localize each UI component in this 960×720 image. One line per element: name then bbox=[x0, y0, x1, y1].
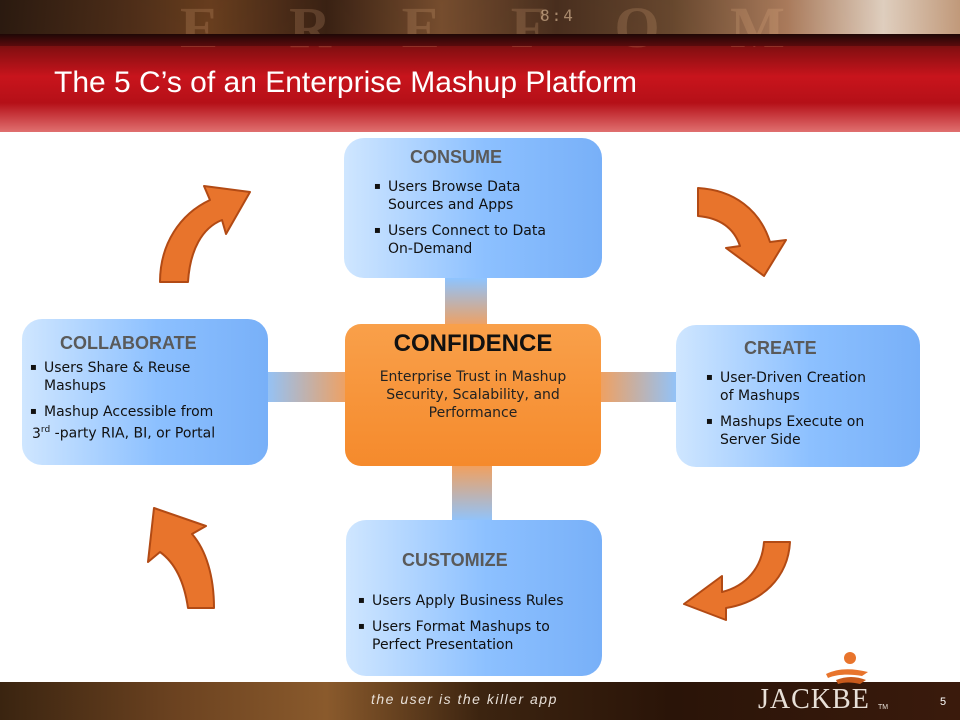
jackbe-logo-icon bbox=[826, 652, 868, 684]
bullet-text: Users Connect to Data bbox=[388, 223, 546, 239]
confidence-text: Performance bbox=[428, 405, 518, 421]
bullet-text: -party RIA, BI, or Portal bbox=[50, 425, 216, 442]
bullet-icon: ▪ bbox=[374, 181, 381, 192]
header-photo-strip: E R E F O M 8:4 bbox=[0, 0, 960, 60]
bullet-text: Users Browse Data bbox=[388, 179, 521, 195]
connector-right bbox=[600, 372, 680, 402]
confidence-text: Security, Scalability, and bbox=[386, 387, 560, 403]
list-item: ▪ User-Driven Creation of Mashups bbox=[706, 369, 906, 405]
bullet-text: Mashups Execute on bbox=[720, 414, 865, 430]
bullet-text: Mashup Accessible from bbox=[44, 404, 214, 420]
bullet-text: Server Side bbox=[720, 432, 801, 448]
customize-bullet-list: ▪ Users Apply Business Rules ▪ Users Forma… bbox=[358, 592, 598, 662]
bullet-text: Perfect Presentation bbox=[372, 637, 514, 653]
header-decorative-letters: E R E F O M bbox=[180, 0, 813, 60]
bullet-icon: ▪ bbox=[706, 416, 713, 427]
bullet-text: User-Driven Creation bbox=[720, 370, 866, 386]
bullet-icon: ▪ bbox=[30, 362, 37, 373]
cycle-arrow-icon bbox=[697, 187, 787, 277]
customize-title: CUSTOMIZE bbox=[402, 550, 508, 570]
confidence-body: Enterprise Trust in Mashup Security, Sca… bbox=[353, 368, 593, 422]
bullet-icon: ▪ bbox=[706, 372, 713, 383]
bullet-text: Mashups bbox=[44, 378, 106, 394]
jackbe-logo: JACKBE TM bbox=[750, 650, 890, 720]
list-item: ▪ Users Format Mashups to Perfect Presenta… bbox=[358, 618, 598, 654]
slide-footer: the user is the killer app bbox=[0, 682, 960, 720]
cycle-arrow-icon bbox=[159, 185, 251, 283]
bullet-text: Users Apply Business Rules bbox=[372, 593, 564, 609]
header-decorative-clock: 8:4 bbox=[540, 6, 575, 25]
create-title: CREATE bbox=[744, 338, 817, 358]
confidence-text: Enterprise Trust in Mashup bbox=[379, 369, 567, 385]
bullet-text: 3 bbox=[32, 425, 41, 442]
logo-trademark: TM bbox=[878, 704, 889, 711]
collaborate-title: COLLABORATE bbox=[60, 333, 197, 353]
bullet-text: of Mashups bbox=[720, 388, 800, 404]
bullet-icon: ▪ bbox=[358, 595, 365, 606]
connector-bottom bbox=[452, 466, 492, 522]
confidence-box: CONFIDENCE Enterprise Trust in Mashup Se… bbox=[345, 324, 601, 466]
list-item: ▪ Users Apply Business Rules bbox=[358, 592, 598, 610]
bullet-icon: ▪ bbox=[30, 406, 37, 417]
consume-title: CONSUME bbox=[410, 147, 503, 167]
logo-wordmark: JACKBE bbox=[758, 684, 870, 715]
bullet-text: Sources and Apps bbox=[388, 197, 514, 213]
bullet-text: Users Share & Reuse bbox=[44, 360, 191, 376]
connector-top bbox=[445, 278, 487, 326]
footer-tagline: the user is the killer app bbox=[371, 691, 558, 707]
create-box: CREATE ▪ User-Driven Creation of Mashups ▪… bbox=[676, 325, 920, 467]
bullet-icon: ▪ bbox=[358, 621, 365, 632]
bullet-superscript: rd bbox=[40, 425, 51, 435]
slide-title: The 5 C’s of an Enterprise Mashup Platfo… bbox=[54, 66, 638, 99]
customize-box: CUSTOMIZE ▪ Users Apply Business Rules ▪ U… bbox=[346, 520, 602, 676]
create-bullet-list: ▪ User-Driven Creation of Mashups ▪ Mashups… bbox=[706, 369, 906, 457]
slide-header: E R E F O M 8:4 The 5 C’s of an Enterpri… bbox=[0, 0, 960, 132]
cycle-arrow-icon bbox=[683, 541, 791, 621]
list-item: ▪ Mashups Execute on Server Side bbox=[706, 413, 906, 449]
bullet-icon: ▪ bbox=[374, 225, 381, 236]
connector-left bbox=[262, 372, 348, 402]
cycle-arrow-icon bbox=[147, 507, 215, 609]
header-dark-band bbox=[0, 34, 960, 46]
bullet-text: On-Demand bbox=[388, 241, 473, 257]
confidence-title: CONFIDENCE bbox=[393, 330, 553, 357]
bullet-text: Users Format Mashups to bbox=[372, 619, 550, 635]
page-number: 5 bbox=[940, 696, 947, 708]
